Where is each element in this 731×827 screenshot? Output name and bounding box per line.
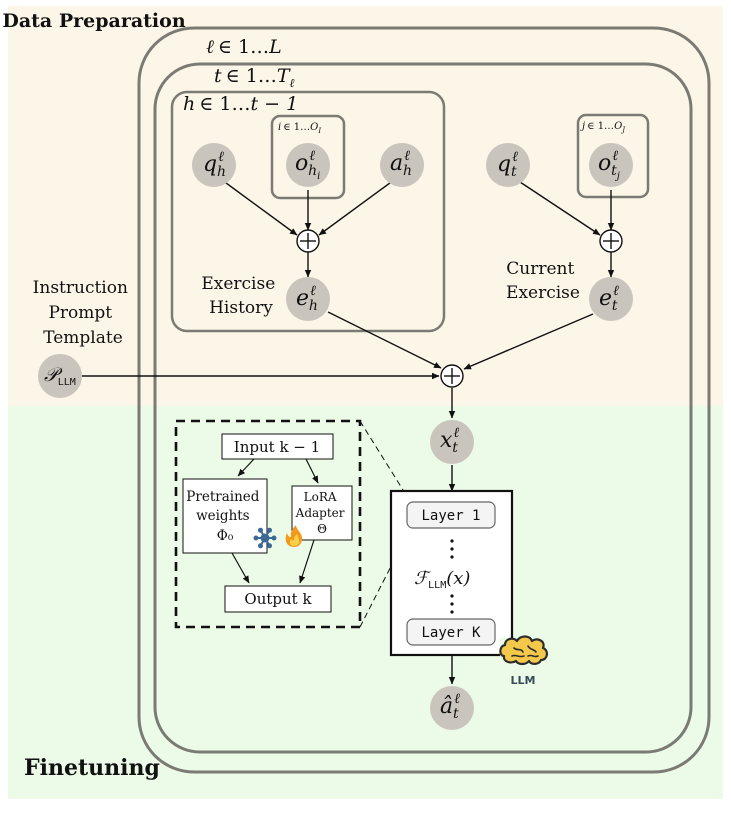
input-label: Input k − 1 [234,438,320,456]
layer-1-label: Layer 1 [421,508,480,524]
output-label: Output k [244,590,312,608]
llm-function-label: ℱLLM(x) [414,568,470,591]
instruction-template-label: Instruction Prompt Template [33,278,134,348]
svg-text:âℓt: âℓt [440,691,460,722]
plus-node-merge [440,364,464,388]
edge-qt-plus [516,179,601,236]
zoom-line-bottom [359,532,409,628]
pretrained-weights-label: Pretrained weights Φ₀ [186,489,263,544]
option-plate-current [576,113,650,199]
history-loop-label: h∈ 1…t − 1 [183,93,298,115]
snowflake-icon [253,527,277,549]
outer-loop-plate [137,26,711,774]
svg-text:xℓt: xℓt [440,425,459,456]
output-box [224,585,332,613]
outer-loop-label: ℓ∈ 1…L [206,36,282,58]
llm-logo-text: LLM [511,674,536,687]
lora-adapter-box [291,485,353,541]
ellipsis-bottom [450,594,454,614]
edge-ah-plus [318,179,395,236]
svg-text:eℓt: eℓt [599,283,619,314]
history-loop-plate [170,90,446,333]
svg-text:qℓh: qℓh [203,149,226,180]
input-box [221,433,334,460]
data-preparation-label: Data Preparation [2,10,185,32]
edge-et-merge [463,313,594,370]
node-prompt-llm: 𝒫LLM [38,354,82,398]
zoom-line-top [359,420,409,499]
layer-1-box [406,501,496,529]
edge-qh-plus [221,179,298,236]
layer-k-box [406,618,496,646]
plus-node-current [599,229,623,253]
finetuning-label: Finetuning [24,755,160,781]
current-exercise-label: Current Exercise [506,259,580,303]
layer-k-label: Layer K [421,625,481,641]
fire-icon [285,525,303,547]
llm-block: Layer 1 ℱLLM(x) Layer K [389,489,514,657]
option-history-loop-label: i∈ 1…OI [278,122,321,135]
svg-text:aℓh: aℓh [390,148,412,179]
ellipsis-top [450,539,454,559]
lora-detail-panel: Input k − 1 Pretrained weights Φ₀ LoRA A… [174,419,409,629]
middle-loop-label: t∈ 1…Tℓ [214,65,295,90]
data-preparation-region [8,6,723,406]
finetuning-region [8,406,723,799]
lora-adapter-label: LoRA Adapter Θ [295,490,349,536]
plus-node-history [296,229,320,253]
svg-text:qℓt: qℓt [497,149,518,180]
pretrained-weights-box [182,478,268,554]
svg-text:eℓh: eℓh [296,283,318,314]
edge-eh-merge [327,311,442,369]
exercise-history-label: Exercise History [201,274,280,318]
brain-icon: LLM [499,635,550,687]
middle-loop-plate [153,62,693,754]
option-current-loop-label: j∈ 1…OJ [580,121,626,134]
edges [82,179,615,685]
